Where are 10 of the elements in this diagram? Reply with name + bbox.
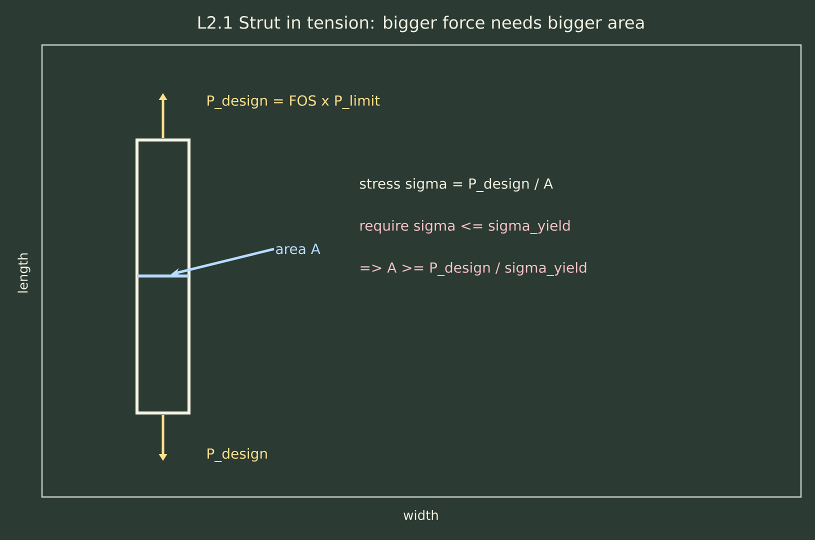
force-label: P_design = FOS x P_limit [208, 95, 380, 109]
axis-label: width [404, 510, 438, 520]
axis-label: length [18, 253, 30, 292]
label-text: area A [276, 244, 320, 254]
force-label: P_design [208, 448, 267, 462]
title: L2.1 Strut in tension: bigger force needs bigger area [198, 16, 644, 32]
strut-bar [136, 138, 190, 414]
equation-text: stress sigma = P_design / A [360, 178, 553, 192]
equation-text: require sigma <= sigma_yield [360, 220, 570, 234]
equation-text: => A >= P_design / sigma_yield [360, 262, 586, 276]
